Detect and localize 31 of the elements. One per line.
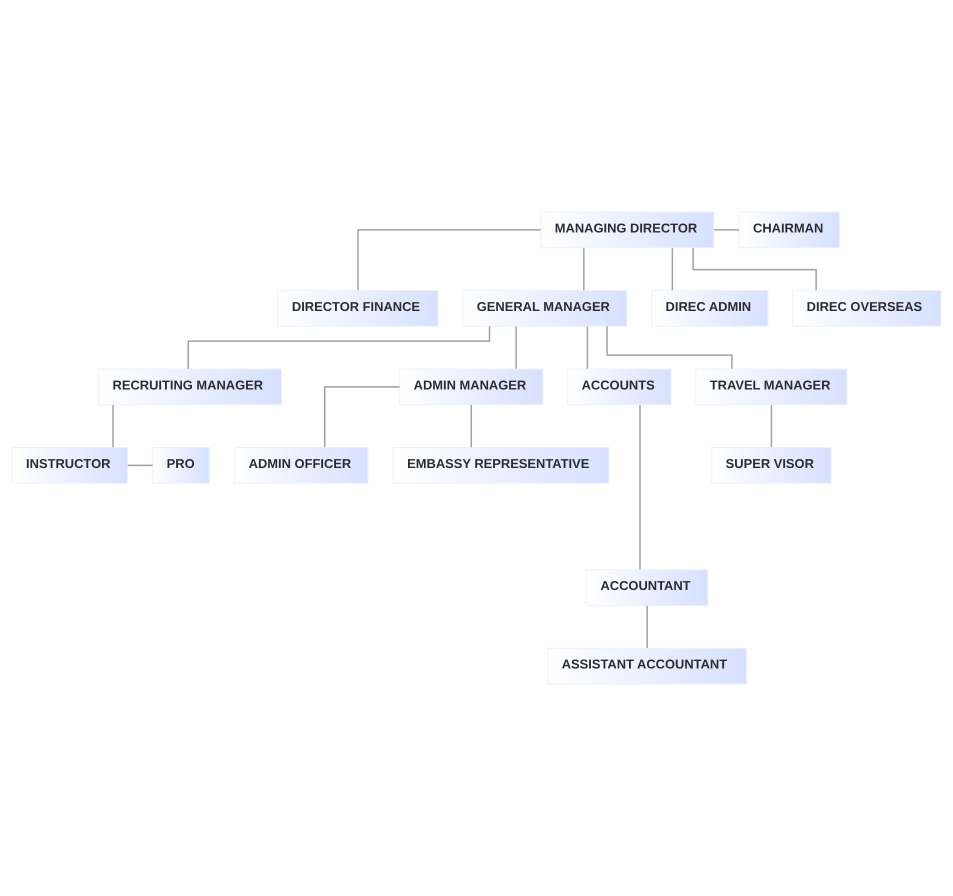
connector — [324, 386, 400, 448]
node-box: ADMIN MANAGER — [399, 368, 544, 406]
connector — [583, 248, 585, 290]
node-box: PRO — [152, 447, 210, 484]
node-box: EMBASSY REPRESENTATIVE — [392, 447, 610, 484]
node-box: MANAGING DIRECTOR — [540, 211, 714, 248]
node-box: ASSISTANT ACCOUNTANT — [547, 648, 748, 685]
node-box: ACCOUNTS — [567, 368, 672, 406]
node-box: DIREC OVERSEAS — [792, 290, 942, 327]
node-box: ACCOUNTANT — [586, 569, 708, 606]
connector — [692, 248, 817, 290]
connector — [112, 405, 114, 448]
node-box: DIRECTOR FINANCE — [278, 290, 438, 327]
connector — [672, 248, 674, 290]
connector — [128, 464, 153, 466]
node-box: INSTRUCTOR — [12, 447, 128, 484]
node-box: GENERAL MANAGER — [462, 290, 628, 327]
connector — [470, 405, 472, 448]
node-box: DIREC ADMIN — [651, 290, 768, 327]
connector — [357, 229, 541, 290]
connector — [586, 326, 588, 369]
node-box: CHAIRMAN — [738, 211, 840, 248]
connector — [714, 229, 740, 231]
node-box: SUPER VISOR — [711, 447, 832, 484]
node-box: RECRUITING MANAGER — [98, 368, 282, 406]
connector — [646, 606, 648, 648]
node-box: TRAVEL MANAGER — [695, 368, 848, 406]
node-box: ADMIN OFFICER — [234, 447, 368, 484]
connector — [770, 405, 772, 448]
connector — [515, 326, 517, 369]
connector — [639, 405, 641, 570]
